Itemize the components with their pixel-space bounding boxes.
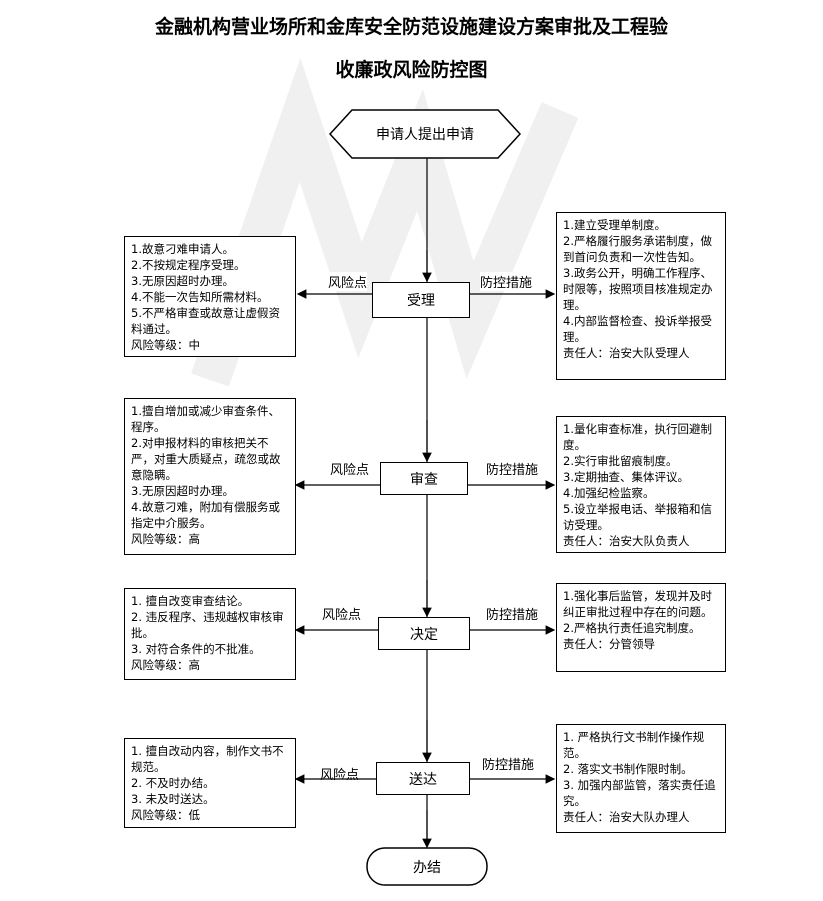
risk-item: 3.无原因超时办理。 [131,484,234,498]
risk-label: 风险点 [322,604,362,623]
risk-level: 风险等级：高 [131,532,200,546]
risk-label: 风险点 [330,459,370,478]
responsible-person: 责任人：治安大队负责人 [563,534,690,548]
risk-box-accept: 1.故意刁难申请人。 2.不按规定程序受理。 3.无原因超时办理。 4.不能一次… [124,236,296,357]
end-label: 办结 [413,859,441,876]
risk-label: 风险点 [328,272,368,291]
measure-item: 3.政务公开，明确工作程序、时限等，按照项目核准规定办理。 [563,266,713,312]
title-line-1: 金融机构营业场所和金库安全防范设施建设方案审批及工程验 [154,16,668,38]
risk-item: 2. 不及时办结。 [131,776,215,790]
risk-level: 风险等级：高 [131,658,200,672]
measure-item: 5.设立举报电话、举报箱和信访受理。 [563,502,712,532]
risk-item: 1.故意刁难申请人。 [131,242,234,256]
risk-item: 5.不严格审查或故意让虚假资料通过。 [131,306,280,336]
measure-box-delivery: 1. 严格执行文书制作操作规范。 2. 落实文书制作限时制。 3. 加强内部监管… [556,724,726,833]
measure-box-review: 1.量化审查标准，执行回避制度。 2.实行审批留痕制度。 3.定期抽查、集体评议… [556,416,726,553]
measure-item: 1. 严格执行文书制作操作规范。 [563,730,705,760]
risk-box-review: 1.擅自增加或减少审查条件、程序。 2.对申报材料的审核把关不严，对重大质疑点，… [124,398,296,555]
end-terminal [366,847,488,886]
risk-item: 1. 擅自改变审查结论。 [131,594,250,608]
measure-item: 1.建立受理单制度。 [563,218,666,232]
risk-item: 4.不能一次告知所需材料。 [131,290,269,304]
measure-item: 2. 落实文书制作限时制。 [563,762,693,776]
measure-label: 防控措施 [486,604,539,623]
measure-item: 1.量化审查标准，执行回避制度。 [563,422,712,452]
measure-item: 3.定期抽查、集体评议。 [563,470,689,484]
measure-box-accept: 1.建立受理单制度。 2.严格履行服务承诺制度，做到首问负责和一次性告知。 3.… [556,212,726,380]
risk-item: 2.对申报材料的审核把关不严，对重大质疑点，疏忽或故意隐瞒。 [131,436,281,482]
risk-box-delivery: 1. 擅自改动内容，制作文书不规范。 2. 不及时办结。 3. 未及时送达。 风… [124,738,296,828]
risk-item: 3. 未及时送达。 [131,792,215,806]
measure-item: 4.内部监督检查、投诉举报受理。 [563,314,712,344]
risk-label: 风险点 [320,768,360,783]
start-hexagon [328,109,522,159]
responsible-person: 责任人：治安大队办理人 [563,810,690,824]
measure-item: 2.严格执行责任追究制度。 [563,621,701,635]
measure-item: 4.加强纪检监察。 [563,486,655,500]
start-label: 申请人提出申请 [376,127,474,143]
step-accept: 受理 [372,282,470,318]
responsible-person: 责任人：治安大队受理人 [563,346,690,360]
risk-level: 风险等级：中 [131,338,200,352]
measure-item: 2.严格履行服务承诺制度，做到首问负责和一次性告知。 [563,234,712,264]
measure-item: 2.实行审批留痕制度。 [563,454,678,468]
measure-label: 防控措施 [480,272,533,291]
responsible-person: 责任人：分管领导 [563,637,655,651]
title-line-2: 收廉政风险防控图 [335,59,488,81]
risk-item: 3.无原因超时办理。 [131,274,234,288]
measure-label: 防控措施 [486,459,539,478]
risk-item: 1.擅自增加或减少审查条件、程序。 [131,404,280,434]
measure-item: 3. 加强内部监管，落实责任追究。 [563,778,716,808]
risk-item: 2.不按规定程序受理。 [131,258,246,272]
risk-item: 1. 擅自改动内容，制作文书不规范。 [131,744,284,774]
measure-box-decision: 1.强化事后监管，发现并及时纠正审批过程中存在的问题。 2.严格执行责任追究制度… [556,583,726,672]
risk-box-decision: 1. 擅自改变审查结论。 2. 违反程序、违规越权审核审批。 3. 对符合条件的… [124,588,296,680]
step-decision: 决定 [378,617,470,650]
measure-label: 防控措施 [482,754,535,773]
measure-item: 1.强化事后监管，发现并及时纠正审批过程中存在的问题。 [563,589,713,619]
risk-item: 4.故意刁难，附加有偿服务或指定中介服务。 [131,500,280,530]
risk-item: 3. 对符合条件的不批准。 [131,642,261,656]
risk-level: 风险等级：低 [131,808,200,822]
step-review: 审查 [380,462,468,495]
risk-item: 2. 违反程序、违规越权审核审批。 [131,610,284,640]
step-delivery: 送达 [376,762,470,795]
